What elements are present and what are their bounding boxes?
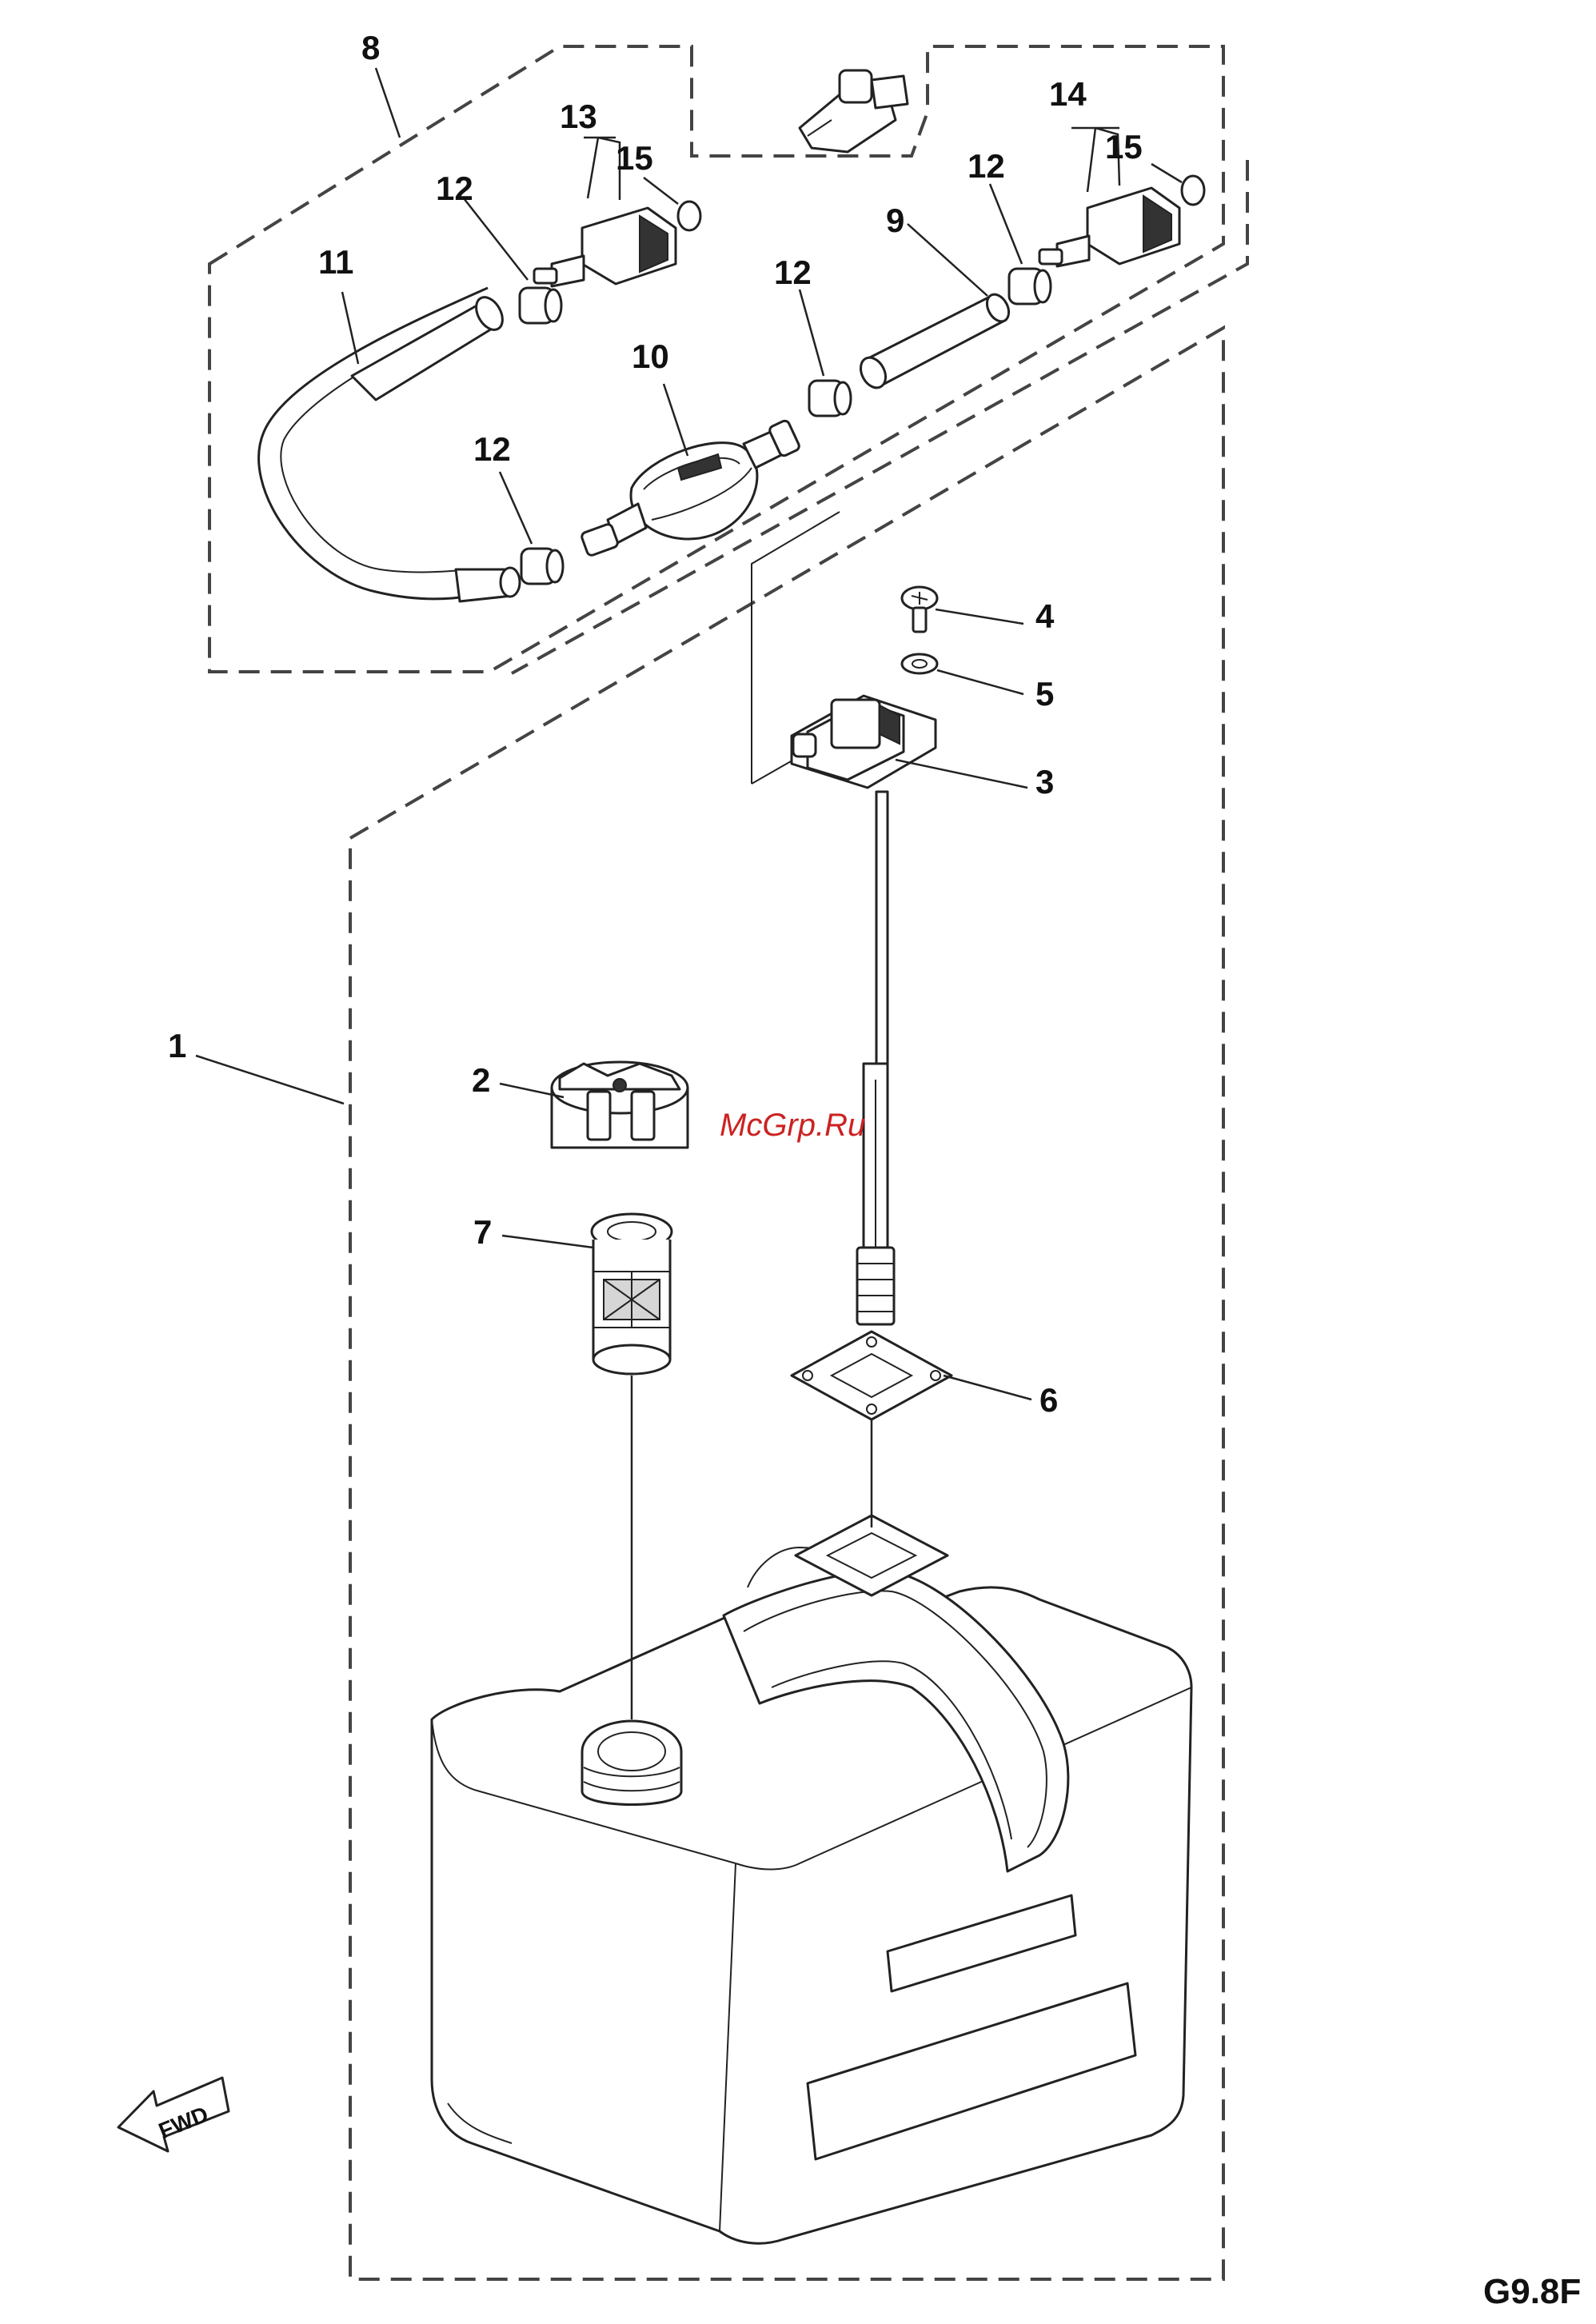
callout-3: 3 [1035,763,1054,801]
callout-12-top-left: 12 [436,170,473,207]
watermark: McGrp.Ru [720,1108,865,1143]
callout-9: 9 [886,202,904,239]
callout-15-left: 15 [616,139,653,177]
callout-7: 7 [473,1213,492,1251]
hose-clip-b [1009,269,1051,304]
primer-pump-bulb [581,419,800,557]
callout-15-right: 15 [1105,128,1143,166]
callout-10: 10 [632,337,669,375]
o-ring-right [1182,176,1204,205]
callout-1: 1 [168,1027,186,1064]
hose-clip-d [521,549,563,584]
callout-5: 5 [1035,675,1054,713]
callout-12-center: 12 [774,254,812,291]
fuel-tank-cap [552,1062,688,1148]
callout-8: 8 [361,29,380,66]
hose-joint [800,70,908,152]
hose-clip-a [520,288,561,323]
callout-2: 2 [472,1061,490,1099]
callout-13: 13 [560,98,597,135]
fuel-tank [432,1515,1191,2243]
forward-direction-arrow: FWD [118,2078,229,2151]
washer [902,654,937,673]
callout-11: 11 [318,243,353,281]
fuel-connector-engine-side [534,208,676,286]
o-ring-left [678,202,700,230]
fuel-strainer [592,1214,672,1374]
hose-clip-c [809,381,851,416]
callout-14: 14 [1049,75,1087,113]
callout-4: 4 [1035,597,1055,635]
model-code: G9.8F [1483,2272,1581,2311]
fuel-gauge-assembly [792,696,936,1324]
screw [902,587,937,632]
callout-12-bottom: 12 [473,430,511,468]
callout-6: 6 [1039,1381,1058,1419]
leader-lines [196,68,1182,1719]
gauge-gasket [792,1332,952,1420]
fuel-hose-short [856,290,1013,392]
fuel-connector-tank-side [1039,188,1179,266]
callout-12-top-right: 12 [968,147,1005,185]
